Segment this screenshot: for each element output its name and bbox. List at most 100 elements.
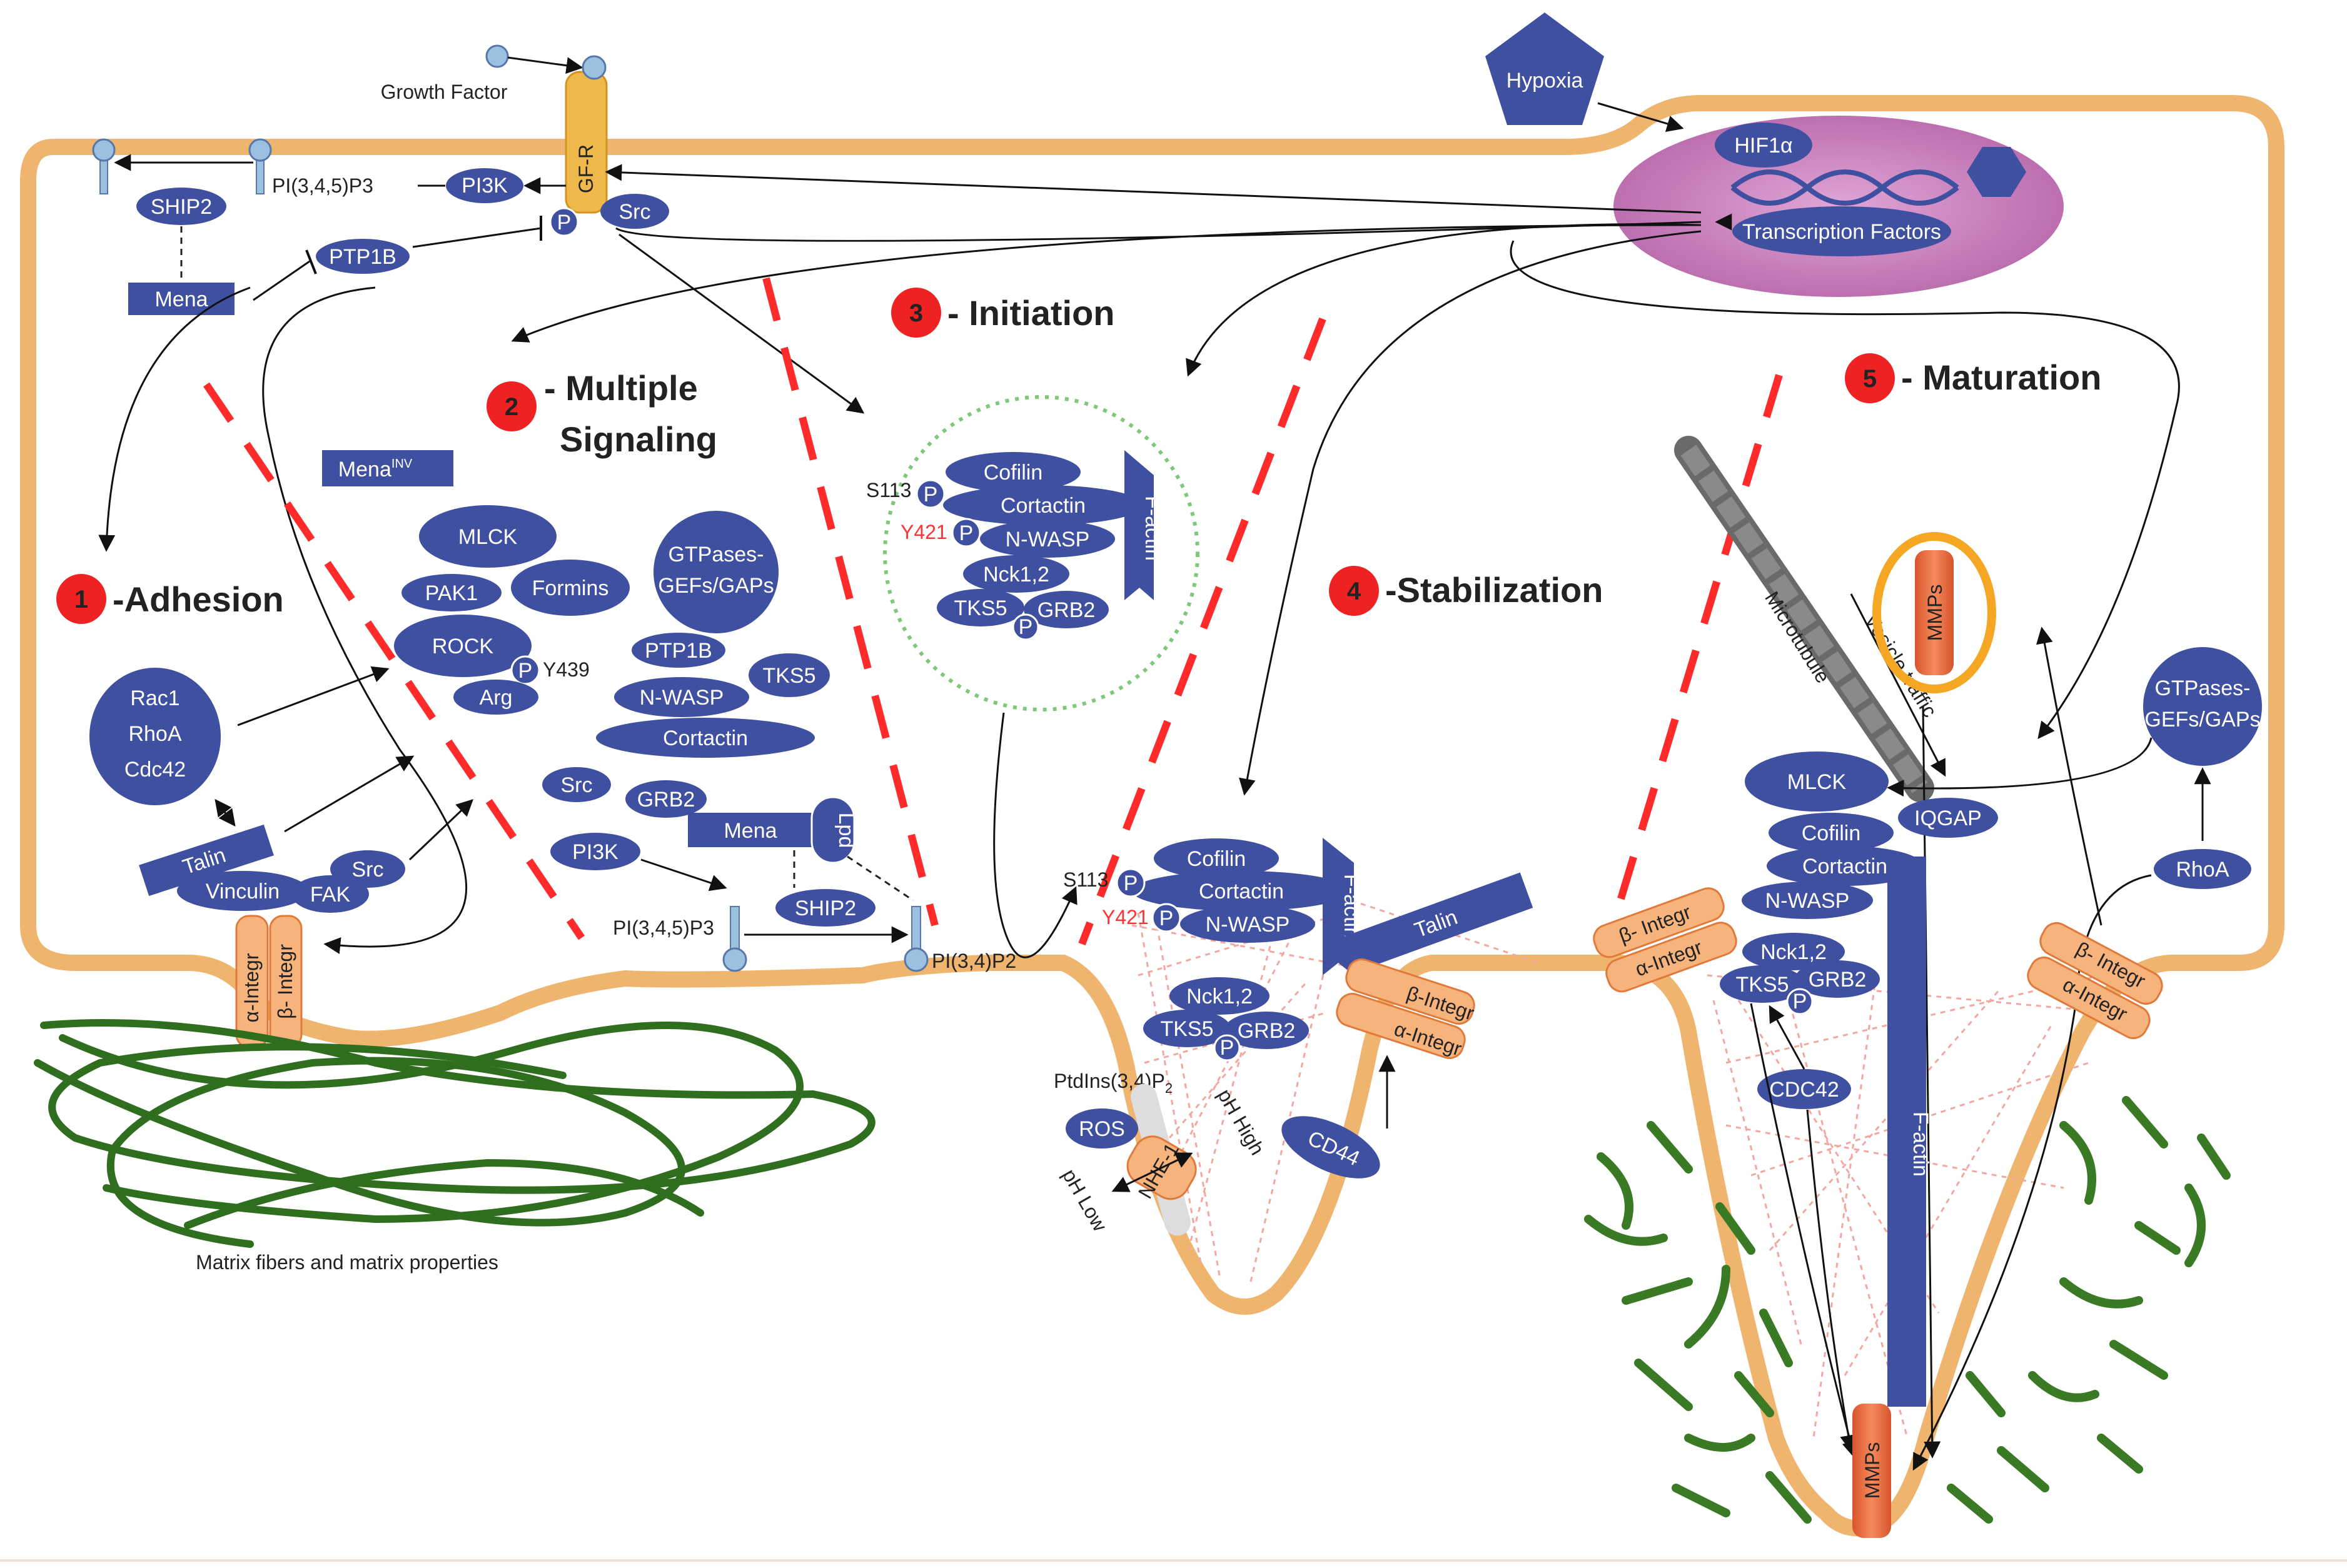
cortactin-stage2-label: Cortactin	[663, 726, 748, 750]
stage-3-label: - Initiation	[947, 293, 1115, 333]
pi3k-stage2-label: PI3K	[572, 840, 618, 864]
formins	[511, 560, 630, 616]
nwasp-stage5	[1742, 882, 1873, 919]
nck-stage5-label: Nck1,2	[1760, 940, 1827, 964]
gfr-label: GF-R	[575, 144, 597, 193]
nwasp-stage4-label: N-WASP	[1206, 913, 1290, 937]
alpha-integrin-4	[1336, 993, 1466, 1059]
alpha-integrin-5a	[1605, 922, 1737, 993]
mena-top	[128, 283, 235, 315]
nwasp-stage3	[980, 520, 1115, 558]
ph-high-label: pH High	[1213, 1085, 1269, 1158]
mlck-stage2-label: MLCK	[458, 525, 518, 549]
cortactin-stage4	[1132, 871, 1351, 911]
grb2-stage3	[1024, 591, 1109, 628]
cdc42-label: Cdc42	[124, 758, 186, 781]
mmps-vesicle-label: MMPs	[1924, 585, 1946, 641]
grb2-stage5-label: GRB2	[1809, 968, 1867, 992]
cortactin-stage2	[596, 718, 815, 758]
iqgap	[1898, 798, 1998, 838]
cdc42-stage5	[1757, 1069, 1851, 1109]
rhoa-stage5	[2154, 849, 2251, 889]
degraded-matrix	[1584, 1096, 2231, 1524]
stage-3-marker: 3 - Initiation	[891, 288, 1115, 338]
nwasp-stage2	[614, 677, 749, 717]
grb2-stage4	[1224, 1012, 1309, 1049]
svg-text:3: 3	[909, 299, 923, 327]
gtpases-stage2-l1: GTPases-	[668, 543, 764, 566]
beta-integr-1-label: β- Integr	[274, 944, 296, 1019]
tks5-stage2-label: TKS5	[762, 664, 815, 688]
hexagon-factor	[1967, 147, 2026, 197]
src-stage2	[542, 767, 611, 802]
factin-stage5	[1887, 857, 1926, 1407]
stage-1-label: -Adhesion	[113, 580, 284, 619]
rock-label: ROCK	[432, 635, 494, 658]
ptp1b-top-label: PTP1B	[329, 245, 396, 269]
formins-label: Formins	[532, 576, 609, 600]
nck-stage4	[1169, 977, 1269, 1015]
ph-low-label: pH Low	[1058, 1165, 1112, 1236]
factin-stage4-label: F-actin	[1340, 874, 1363, 939]
cortactin-stage3-label: Cortactin	[1001, 494, 1086, 518]
svg-text:P: P	[924, 483, 938, 506]
fak	[291, 875, 369, 913]
svg-text:5: 5	[1863, 365, 1877, 393]
gtpases-stage5-l1: GTPases-	[2154, 676, 2250, 700]
nwasp-stage4	[1180, 905, 1315, 943]
separator-2	[762, 277, 939, 927]
cortactin-stage5-label: Cortactin	[1802, 855, 1887, 878]
separator-1	[203, 382, 585, 940]
ship2-stage2-label: SHIP2	[795, 897, 856, 920]
tks5-stage5-label: TKS5	[1735, 973, 1789, 997]
pak1-label: PAK1	[425, 581, 478, 605]
rho-gtpases-cluster	[89, 668, 221, 805]
arg	[453, 680, 538, 715]
matrix-fibers	[34, 1019, 876, 1248]
transcription-factors	[1732, 206, 1951, 256]
gtpases-stage5	[2143, 647, 2262, 766]
svg-text:P: P	[959, 521, 974, 545]
s113-stage4: S113	[1063, 868, 1108, 891]
nck-stage3-label: Nck1,2	[983, 563, 1049, 586]
cofilin-stage3	[946, 452, 1081, 492]
stage-1-marker: 1 -Adhesion	[56, 574, 284, 624]
mena-inv	[322, 450, 453, 486]
p-top: P	[557, 211, 572, 234]
y439-label: Y439	[543, 658, 590, 681]
grb2-stage4-label: GRB2	[1238, 1019, 1296, 1043]
dna-helix	[1730, 169, 1959, 206]
cd44	[1281, 1116, 1380, 1179]
mena-stage2	[688, 813, 822, 847]
mmps-bottom-label: MMPs	[1861, 1442, 1884, 1499]
rhoa-label: RhoA	[128, 722, 181, 746]
tks5-stage4	[1143, 1010, 1231, 1047]
vinculin-label: Vinculin	[206, 880, 280, 903]
hif1a	[1715, 123, 1812, 168]
cofilin-stage5	[1769, 813, 1894, 853]
cofilin-stage4	[1154, 838, 1279, 878]
lpd	[810, 796, 856, 864]
beta-integrin-4	[1345, 958, 1475, 1025]
fak-label: FAK	[310, 883, 351, 907]
factin-stage3-label: F-actin	[1141, 496, 1164, 561]
tks5-stage3-label: TKS5	[954, 596, 1007, 620]
iqgap-label: IQGAP	[1914, 807, 1982, 830]
cofilin-stage4-label: Cofilin	[1187, 847, 1246, 871]
mmp-vesicle	[1872, 532, 1996, 693]
stage-2-label-2: Signaling	[560, 420, 717, 459]
gtpases-stage5-l2: GEFs/GAPs	[2144, 708, 2260, 731]
mena-stage2-label: Mena	[724, 819, 777, 843]
gtpases-stage2-l2: GEFs/GAPs	[658, 574, 774, 598]
ptp1b-top	[316, 239, 410, 274]
ship2-top-label: SHIP2	[151, 195, 212, 219]
separator-4	[1603, 374, 1783, 945]
ros-label: ROS	[1079, 1117, 1125, 1141]
stage-2-marker: 2 - Multiple Signaling	[487, 368, 717, 459]
svg-text:P: P	[1124, 872, 1138, 895]
nck-stage4-label: Nck1,2	[1186, 985, 1253, 1008]
mlck-stage2	[419, 505, 557, 568]
y421-stage4: Y421	[1102, 906, 1149, 928]
mena-inv-label: MenaINV	[338, 457, 413, 481]
